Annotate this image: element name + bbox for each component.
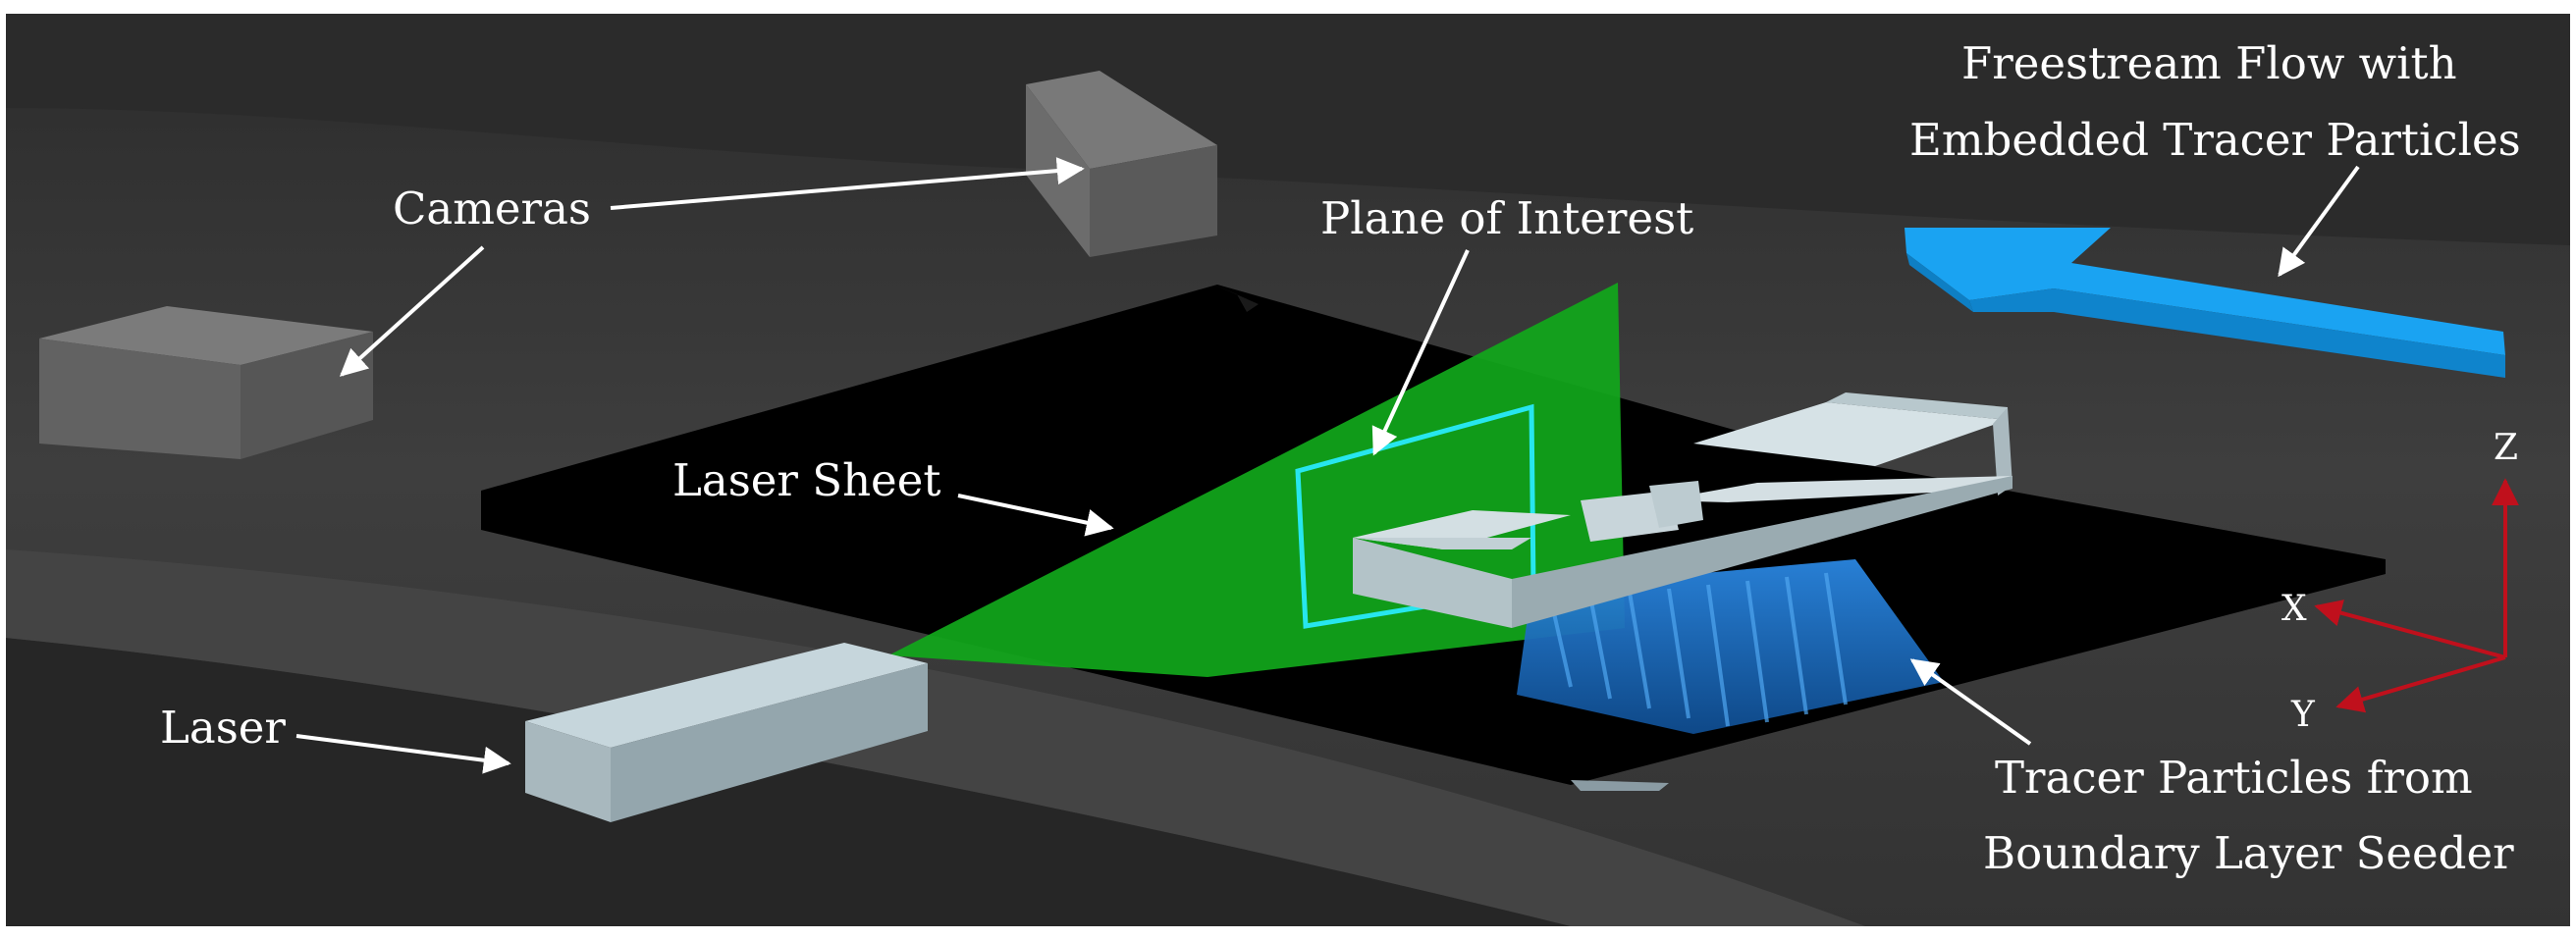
z-axis-label: Z (2494, 428, 2518, 468)
laser-arrow (295, 734, 511, 774)
freestream-flow-arrow (1905, 228, 2505, 378)
x-axis-arrow (2314, 600, 2506, 659)
tracer-label-line2: Boundary Layer Seeder (1983, 827, 2514, 879)
laser-body (525, 643, 928, 822)
laser-sheet-arrow (957, 494, 1114, 537)
labels: Cameras Plane of Interest Freestream Flo… (160, 37, 2521, 879)
laser-sheet-label: Laser Sheet (672, 454, 940, 506)
freestream-arrow (2278, 165, 2360, 278)
y-axis-label: Y (2290, 695, 2316, 735)
y-axis-arrow (2335, 655, 2506, 713)
cameras-arrow-left (339, 245, 485, 377)
plane-of-interest-label: Plane of Interest (1320, 192, 1693, 244)
freestream-label-line1: Freestream Flow with (1961, 37, 2457, 89)
plane-of-interest-arrow (1371, 249, 1470, 456)
coordinate-axes: Z X Y (2281, 428, 2519, 735)
cameras-arrow-right (610, 157, 1085, 210)
laser-label: Laser (160, 702, 286, 754)
x-axis-label: X (2281, 589, 2307, 629)
tracer-particles-arrow (1909, 658, 2032, 746)
freestream-label-line2: Embedded Tracer Particles (1909, 114, 2521, 166)
annotation-arrows (295, 157, 2360, 774)
cameras-label: Cameras (393, 183, 591, 235)
tracer-particles (1517, 559, 1944, 734)
tracer-label-line1: Tracer Particles from (1995, 752, 2473, 804)
wing-model (1353, 392, 2012, 628)
camera-right (1026, 71, 1217, 257)
